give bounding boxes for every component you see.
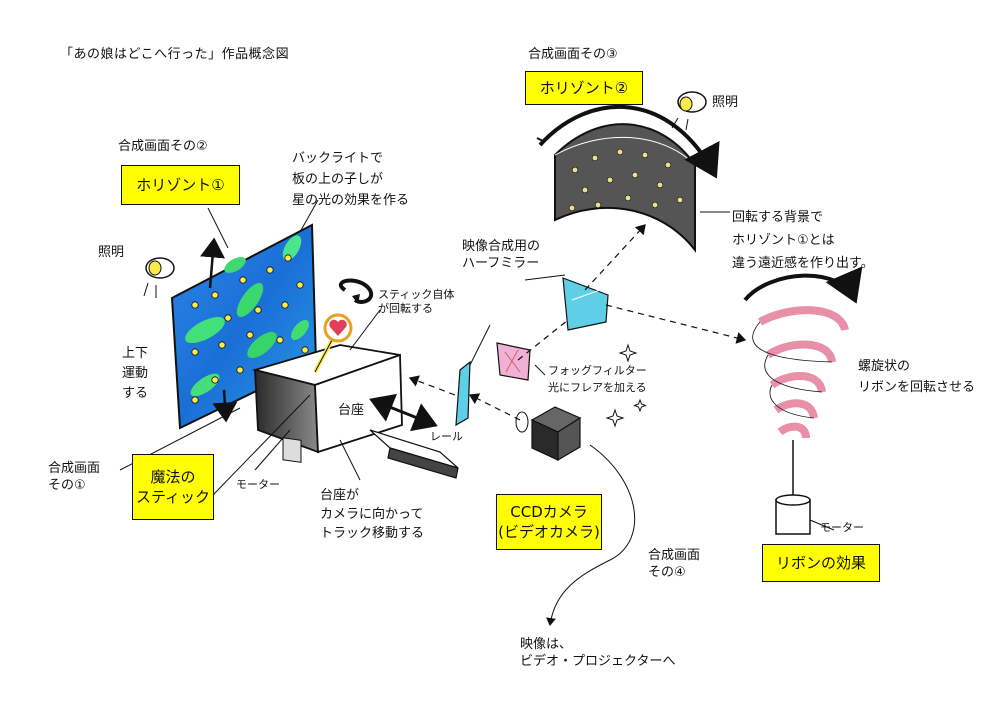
magic-stick-box: 魔法の スティック bbox=[132, 454, 214, 520]
horizon-1-box: ホリゾント① bbox=[121, 165, 240, 205]
lighting-label: 照明 bbox=[98, 244, 124, 261]
rail-label: レール bbox=[430, 430, 463, 444]
backlight-note: バックライトで 板の上の子しが 星の光の効果を作る bbox=[292, 148, 409, 211]
ribbon-note: 螺旋状の リボンを回転させる bbox=[858, 356, 975, 398]
rotate-background-note: 回転する背景で ホリゾント①とは 違う遠近感を作り出す。 bbox=[732, 206, 874, 275]
side-mirror-icon bbox=[456, 362, 470, 425]
updown-label: 上下 運動 する bbox=[122, 344, 148, 404]
horizon-2-wall bbox=[537, 107, 715, 250]
half-mirror-label: 映像合成用の ハーフミラー bbox=[462, 238, 540, 272]
ribbon-effect-box: リボンの効果 bbox=[762, 544, 880, 582]
motor-label-2: モーター bbox=[820, 521, 864, 535]
composite-2-label: 合成画面その② bbox=[118, 138, 208, 155]
ccd-camera-icon bbox=[516, 407, 580, 460]
lamp-icon bbox=[144, 258, 174, 298]
half-mirror-icon bbox=[563, 278, 608, 330]
lighting-label-2: 照明 bbox=[712, 94, 738, 111]
fog-filter-icon bbox=[497, 343, 530, 380]
lamp-icon-2 bbox=[672, 92, 706, 130]
fog-filter-label: フォッグフィルター 光にフレアを加える bbox=[548, 362, 647, 396]
composite-4-label: 合成画面 その④ bbox=[648, 547, 700, 581]
platform-label: 台座 bbox=[338, 402, 364, 419]
motor-label: モーター bbox=[236, 478, 280, 492]
stick-rotate-note: スティック自体 が回転する bbox=[378, 288, 454, 316]
platform-move-note: 台座が カメラに向かって トラック移動する bbox=[320, 486, 424, 543]
diagram-title: 「あの娘はどこへ行った」作品概念図 bbox=[60, 46, 289, 63]
composite-3-label: 合成画面その③ bbox=[528, 46, 618, 63]
ccd-camera-box: CCDカメラ (ビデオカメラ) bbox=[496, 494, 602, 550]
video-output-label: 映像は、 ビデオ・プロジェクターへ bbox=[520, 636, 675, 670]
composite-1-label: 合成画面 その① bbox=[48, 460, 100, 494]
horizon-2-box: ホリゾント② bbox=[525, 71, 643, 105]
ribbon-spiral bbox=[745, 276, 855, 534]
